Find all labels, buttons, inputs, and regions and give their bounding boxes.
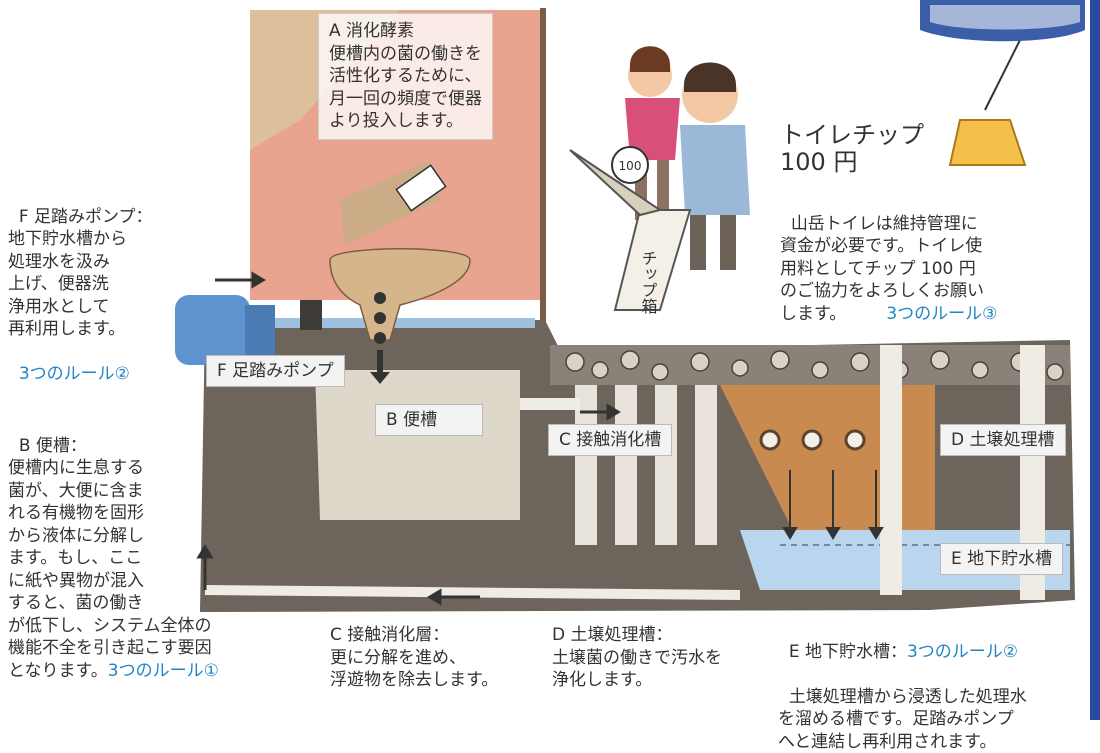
rule-link-1: 3つのルール① bbox=[107, 660, 219, 681]
pillar-left bbox=[880, 345, 902, 595]
tip-pouch-icon bbox=[948, 119, 1027, 166]
tip-box-slot bbox=[569, 149, 663, 217]
enzyme-label-box: A 消化酵素 便槽内の菌の働きを 活性化するために、 月一回の頻度で便器 より投… bbox=[318, 13, 493, 140]
small-bucket bbox=[300, 300, 322, 330]
tip-box bbox=[613, 209, 692, 311]
coin-label: 100 bbox=[619, 159, 642, 173]
infiltration-arrows bbox=[782, 470, 884, 540]
label-c-tank: C 接触消化槽 bbox=[548, 424, 673, 456]
desc-e-tank: E 地下貯水槽：3つのルール② 土壌処理槽から浸透した処理水 を溜める槽です。足… bbox=[778, 618, 1027, 753]
label-f-pump: F 足踏みポンプ bbox=[206, 355, 345, 387]
desc-b-tank-text: B 便槽： 便槽内に生息する 菌が、大便に含ま れる有機物を固形 から液体に分解… bbox=[8, 435, 212, 681]
b-tank-chamber bbox=[315, 370, 520, 520]
foot-pump-body bbox=[175, 295, 250, 365]
toilet-bowl bbox=[329, 248, 471, 341]
pouch-bag-highlight bbox=[930, 5, 1080, 30]
toilet-system-illustration: 100 チップ箱 bbox=[175, 0, 1085, 612]
enzyme-packet bbox=[395, 164, 447, 212]
b-to-c-pipe bbox=[520, 398, 580, 410]
right-frame-border bbox=[1090, 0, 1100, 720]
rule-link-2a: 3つのルール② bbox=[18, 364, 130, 384]
rule-link-3: 3つのルール③ bbox=[886, 303, 998, 324]
tip-description: 山岳トイレは維持管理に 資金が必要です。トイレ使 用料としてチップ 100 円 … bbox=[780, 190, 997, 325]
return-pipe bbox=[204, 585, 741, 600]
label-d-tank: D 土壌処理槽 bbox=[940, 424, 1066, 456]
children-figure bbox=[625, 46, 750, 270]
desc-b-tank: B 便槽： 便槽内に生息する 菌が、大便に含ま れる有機物を固形 から液体に分解… bbox=[8, 412, 219, 682]
desc-e-text: 土壌処理槽から浸透した処理水 を溜める槽です。足踏みポンプ へと連結し再利用され… bbox=[778, 686, 1027, 752]
tip-box-label: チップ箱 bbox=[639, 250, 658, 314]
downward-arrow-head bbox=[370, 372, 390, 384]
label-e-tank: E 地下貯水槽 bbox=[940, 543, 1064, 575]
tip-title: トイレチップ 100 円 bbox=[780, 121, 924, 176]
rule-link-2b: 3つのルール② bbox=[906, 641, 1019, 662]
desc-c-tank: C 接触消化層： 更に分解を進め、 浮遊物を除去します。 bbox=[330, 625, 499, 690]
gravel-stones bbox=[565, 350, 1064, 381]
soil-tank-holes bbox=[759, 429, 866, 451]
label-b-tank: B 便槽 bbox=[375, 404, 483, 436]
foot-pump-joint bbox=[245, 305, 275, 360]
tip-description-text: 山岳トイレは維持管理に 資金が必要です。トイレ使 用料としてチップ 100 円 … bbox=[780, 213, 984, 324]
desc-f-pump-text: F 足踏みポンプ： 地下貯水槽から 処理水を汲み 上げ、便器洗 浄用水として 再… bbox=[8, 206, 153, 340]
drop-marks bbox=[374, 292, 386, 344]
pouch-string bbox=[984, 39, 1021, 111]
c-baffle-4 bbox=[695, 355, 717, 545]
desc-e-head: E 地下貯水槽： bbox=[788, 641, 907, 662]
wall-edge bbox=[540, 8, 546, 338]
desc-d-tank: D 土壌処理槽： 土壌菌の働きで汚水を 浄化します。 bbox=[552, 625, 722, 690]
desc-f-pump: F 足踏みポンプ： 地下貯水槽から 処理水を汲み 上げ、便器洗 浄用水として 再… bbox=[8, 183, 152, 386]
coin-icon bbox=[611, 146, 649, 184]
flow-arrows bbox=[196, 271, 621, 606]
